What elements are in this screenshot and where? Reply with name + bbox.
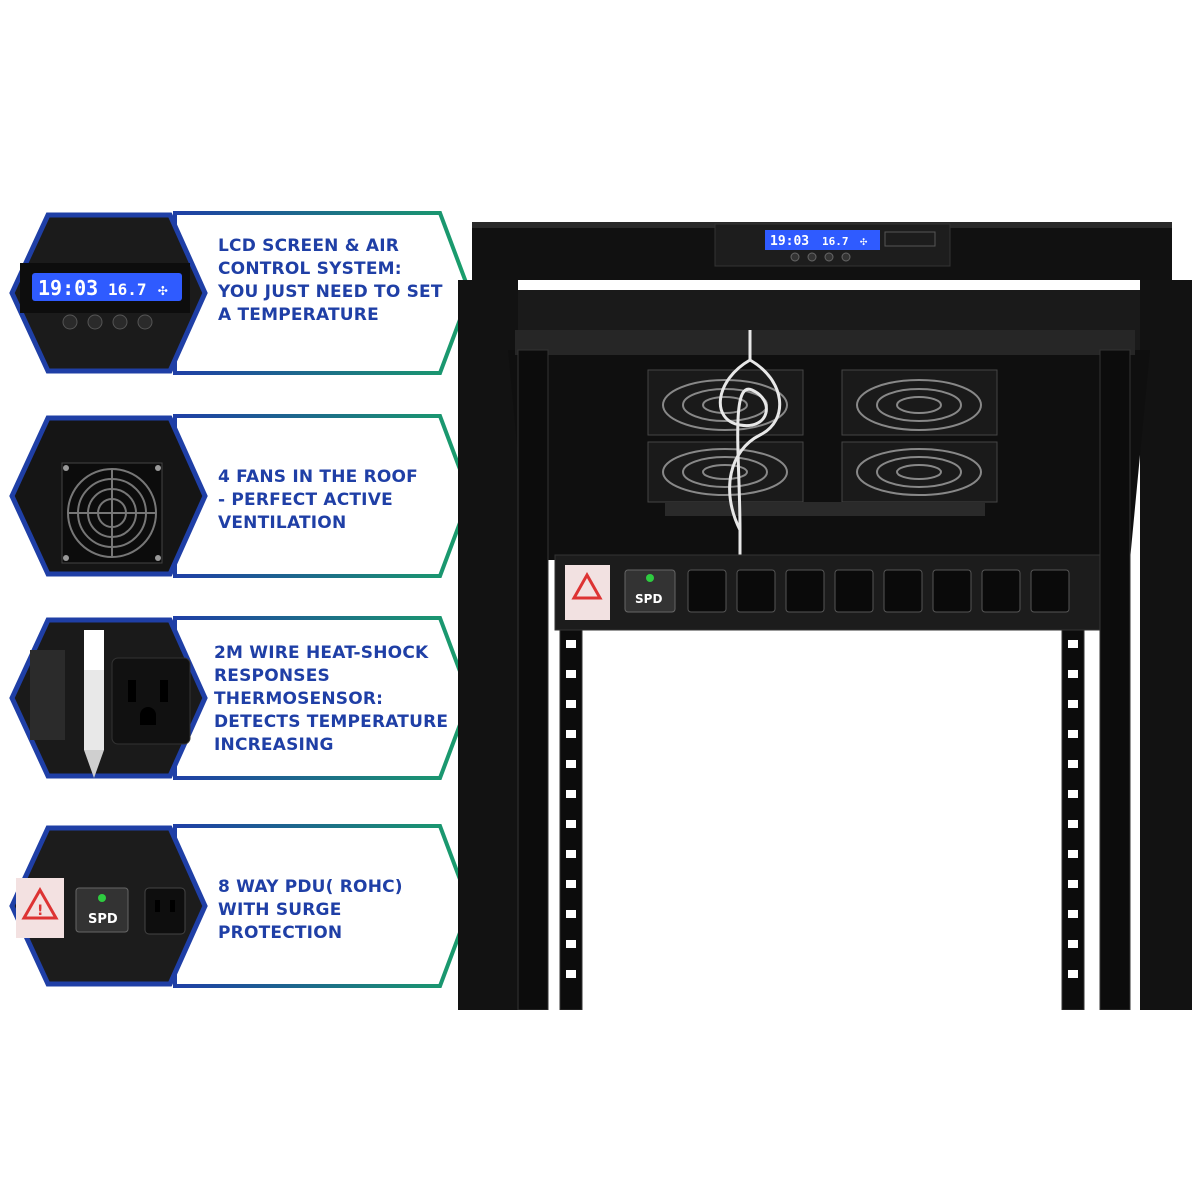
lcd-controller-icon: 19:03 16.7 ✣ (714, 223, 951, 267)
thermosensor-icon (84, 630, 104, 778)
feature-frame: ! SPD (9, 824, 473, 988)
fan-icon (61, 462, 163, 564)
feature-thermosensor: 2M WIRE HEAT-SHOCK RESPONSES THERMOSENSO… (0, 610, 480, 790)
feature-text: 2M WIRE HEAT-SHOCK RESPONSES THERMOSENSO… (214, 643, 449, 755)
feature-frame (9, 414, 473, 578)
feature-pdu: ! SPD 8 WAY PDU( ROHC) WITH SURGE PROTEC… (0, 818, 480, 998)
outlet-icon (144, 887, 186, 935)
svg-text:16.7: 16.7 (108, 280, 147, 299)
warning-icon: ! (16, 878, 64, 938)
svg-text:✣: ✣ (860, 234, 868, 248)
spd-label: SPD (88, 912, 118, 927)
feature-text: LCD SCREEN & AIR CONTROL SYSTEM: YOU JUS… (218, 236, 443, 325)
feature-frame: 19:03 16.7 ✣ (9, 211, 473, 375)
lcd-time: 19:03 (770, 234, 809, 249)
feature-fans: 4 FANS IN THE ROOF - PERFECT ACTIVE VENT… (0, 408, 480, 588)
pdu-strip-icon: SPD (554, 554, 1101, 631)
lcd-display-icon: 19:03 16.7 ✣ (20, 263, 190, 330)
svg-text:19:03: 19:03 (38, 276, 98, 300)
spd-badge: SPD (75, 887, 129, 933)
feature-text: 4 FANS IN THE ROOF - PERFECT ACTIVE VENT… (218, 467, 418, 533)
pdu-spd-label: SPD (635, 592, 662, 606)
feature-frame (9, 616, 473, 780)
lcd-temp: 16.7 (822, 235, 849, 248)
outlet-icon (30, 650, 191, 745)
roof-fans-icon (647, 369, 998, 516)
rack-cabinet-illustration: 19:03 16.7 ✣ (458, 222, 1192, 1010)
feature-text: 8 WAY PDU( ROHC) WITH SURGE PROTECTION (218, 877, 403, 943)
feature-lcd: 19:03 16.7 ✣ LCD SCREEN & AIR CONTROL SY… (0, 205, 480, 385)
svg-text:!: ! (37, 903, 43, 919)
svg-text:✣: ✣ (158, 280, 168, 299)
